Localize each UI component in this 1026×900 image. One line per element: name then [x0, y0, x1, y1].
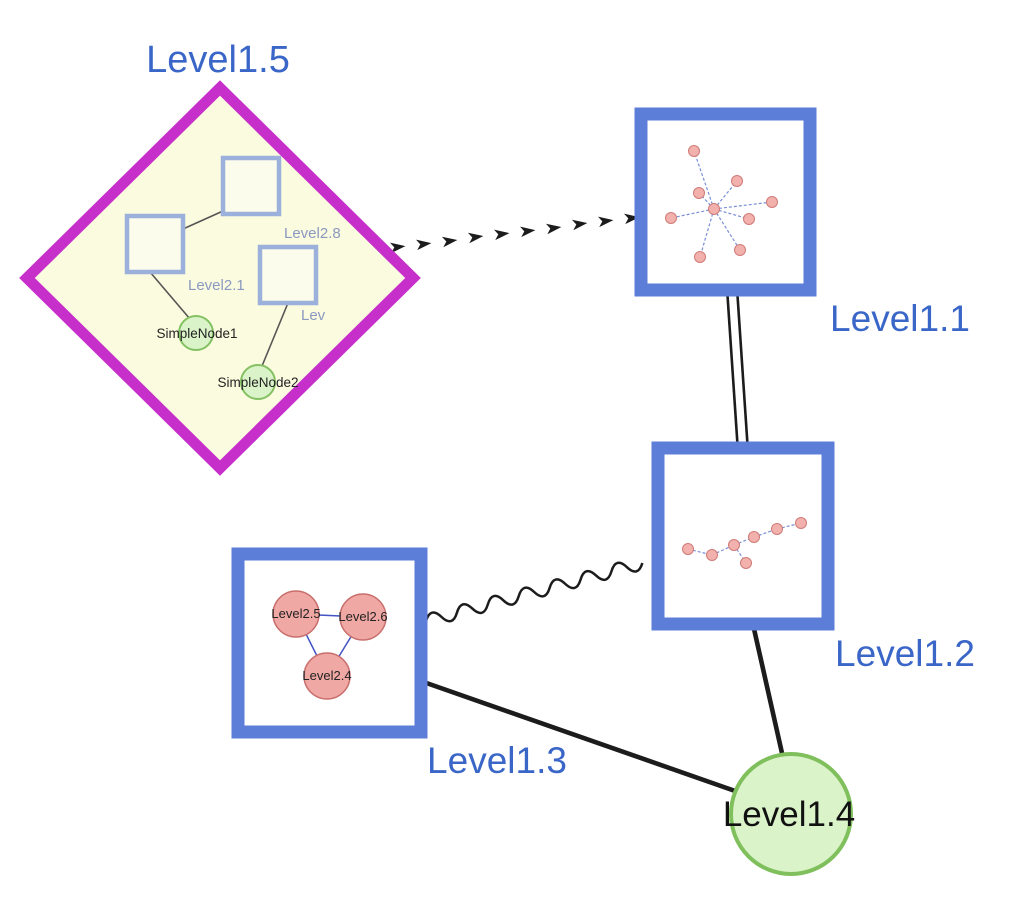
node-level1-3[interactable]: Level2.5 Level2.6 Level2.4 Level1.3 — [231, 547, 567, 781]
inner-square-label-level2-1: Level2.1 — [188, 277, 245, 294]
mini-graph-level1-3-nodes[interactable]: Level2.5 Level2.6 Level2.4 — [271, 590, 388, 700]
simple-node-2[interactable] — [240, 364, 276, 400]
node-level2-6-label: Level2.6 — [338, 609, 387, 624]
mini-graph-level1-2-nodes[interactable] — [682, 517, 807, 569]
simple-node-1[interactable] — [178, 315, 214, 351]
node-level1-1[interactable]: Level1.1 — [634, 107, 970, 339]
edge-level1-3-to-level1-2-wavy[interactable] — [424, 557, 644, 628]
node-level1-4[interactable]: Level1.4 — [723, 752, 855, 876]
inner-square-lev[interactable] — [257, 244, 319, 306]
edge-level1-1-to-level1-2-double-line[interactable] — [725, 287, 750, 453]
node-level1-2[interactable]: Level1.2 — [651, 441, 975, 674]
group-node-label: Level1.5 — [146, 39, 290, 81]
node-level1-2-shape[interactable] — [651, 441, 835, 631]
simple-node-2-label: SimpleNode2 — [217, 375, 298, 390]
inner-square-label-level2-8: Level2.8 — [284, 225, 341, 242]
mini-graph-level1-1[interactable] — [670, 150, 773, 258]
edge-level1-2-to-level1-4-solid[interactable] — [749, 619, 787, 763]
inner-square-level2-1[interactable] — [124, 213, 186, 275]
group-node-level1-5[interactable]: Level2.8 Level2.1 Lev SimpleNode1 Simple… — [19, 39, 421, 476]
edge-level1-3-to-level1-4-solid[interactable] — [414, 676, 759, 802]
node-level1-3-label: Level1.3 — [427, 740, 567, 781]
diamond-shape[interactable] — [19, 80, 421, 476]
node-level1-1-shape[interactable] — [634, 107, 817, 297]
simple-node-1-label: SimpleNode1 — [156, 326, 237, 341]
node-level2-4-label: Level2.4 — [302, 668, 351, 683]
node-level1-1-label: Level1.1 — [830, 298, 970, 339]
inner-square-level2-8[interactable] — [220, 155, 282, 217]
group-inner-edges[interactable] — [149, 210, 289, 367]
node-level2-4[interactable] — [303, 652, 351, 700]
node-level2-5-label: Level2.5 — [271, 606, 320, 621]
mini-graph-level1-1-nodes[interactable] — [665, 145, 778, 263]
node-level1-2-label: Level1.2 — [835, 633, 975, 674]
node-level2-5[interactable] — [272, 590, 320, 638]
inner-square-label-lev: Lev — [301, 307, 326, 324]
node-level1-4-shape[interactable] — [729, 752, 853, 876]
node-level1-4-label: Level1.4 — [723, 795, 855, 834]
edge-level1-5-to-level1-1-dashed-arrow[interactable] — [390, 213, 640, 254]
node-level1-3-shape[interactable] — [231, 547, 428, 739]
node-level2-6[interactable] — [339, 593, 387, 641]
